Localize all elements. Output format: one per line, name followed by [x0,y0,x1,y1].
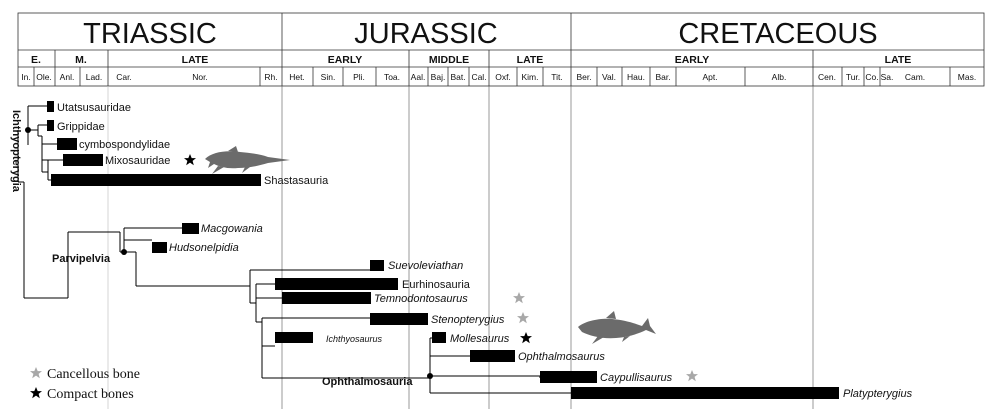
epoch-early-triassic: E. [31,54,41,66]
period-cretaceous: CRETACEOUS [678,18,877,50]
epoch-late-cretaceous: LATE [885,54,912,66]
taxon-ichthyosaurus: Ichthyosaurus [326,334,383,344]
legend: Cancellous bone Compact bones [30,367,140,402]
taxon-mollesaurus: Mollesaurus [450,333,510,345]
stage-label: Oxf. [495,72,511,82]
taxon-stenopterygius: Stenopterygius [431,314,505,326]
star-icon [184,154,196,165]
node-parvipelvia [121,249,127,255]
stage-label: In. [21,72,30,82]
stage-label: Val. [602,72,616,82]
star-icon [686,370,698,381]
taxon-macgowania: Macgowania [201,223,263,235]
epoch-early-jurassic: EARLY [328,54,363,66]
stage-label: Hau. [627,72,645,82]
range-bar-platypterygius [571,387,839,399]
period-jurassic: JURASSIC [354,18,497,50]
taxon-temnodontosaurus: Temnodontosaurus [374,293,468,305]
epoch-middle-triassic: M. [75,54,87,66]
star-icon [30,387,42,398]
taxon-hudsonelpidia: Hudsonelpidia [169,242,239,254]
range-bar-ophthalmosaurus [470,350,515,362]
stage-label: Pli. [353,72,365,82]
stage-label: Kim. [522,72,539,82]
stage-label: Ole. [36,72,52,82]
star-icon [520,332,532,343]
stage-label: Ber. [576,72,591,82]
taxon-shastasauria: Shastasauria [264,175,329,187]
stage-label: Apt. [702,72,717,82]
stage-label: Car. [116,72,132,82]
range-bar-mixosauridae [63,154,103,166]
clade-parvipelvia: Parvipelvia [52,253,111,265]
epoch-middle-jurassic: MIDDLE [429,54,469,66]
stage-label: Anl. [60,72,75,82]
stage-label: Bar. [655,72,670,82]
range-bar-eurhinosauria [275,278,398,290]
range-bar-hudsonelpidia [152,242,167,253]
legend-cancellous: Cancellous bone [47,367,140,382]
taxon-eurhinosauria: Eurhinosauria [402,279,471,291]
range-bar-utatsusauridae [47,101,54,112]
range-bar-cymbospondylidae [57,138,77,150]
stage-label: Toa. [384,72,400,82]
taxon-ophthalmosaurus: Ophthalmosaurus [518,351,605,363]
stage-label: Mas. [958,72,976,82]
stage-label: Sa. [881,72,894,82]
star-icon [30,367,42,378]
stage-label: Bat. [450,72,465,82]
star-icon [513,292,525,303]
taxon-grippidae: Grippidae [57,121,105,133]
stage-label: Tur. [846,72,860,82]
stage-label: Aal. [411,72,426,82]
legend-compact: Compact bones [47,387,134,402]
range-bar-grippidae [47,120,54,131]
stage-label: Cam. [905,72,925,82]
range-bar-temnodontosaurus [282,292,371,304]
range-bar-stenopterygius [370,313,428,325]
range-bar-ichthyosaurus [275,332,313,343]
stage-label: Sin. [321,72,336,82]
epoch-late-triassic: LATE [182,54,209,66]
range-bar-caypullisaurus [540,371,597,383]
ichthyosaur-silhouette-icon [205,146,290,174]
taxon-platypterygius: Platypterygius [843,388,913,400]
taxon-caypullisaurus: Caypullisaurus [600,372,673,384]
taxon-mixosauridae: Mixosauridae [105,155,170,167]
star-icon [517,312,529,323]
ichthyosaur-silhouette-icon [578,311,656,344]
taxon-cymbospondylidae: cymbospondylidae [79,139,170,151]
period-triassic: TRIASSIC [83,18,217,50]
node-ichthyopterygia [25,127,31,133]
epoch-early-cretaceous: EARLY [675,54,710,66]
taxon-utatsusauridae: Utatsusauridae [57,102,131,114]
stage-label: Cal. [471,72,486,82]
range-bar-shastasauria [51,174,261,186]
clade-ophthalmosauria: Ophthalmosauria [322,376,413,388]
range-bar-mollesaurus [432,332,446,343]
node-ophthalmosauria [427,373,433,379]
taxon-suevoleviathan: Suevoleviathan [388,260,463,272]
clade-ichthyopterygia: Ichthyopterygia [10,110,22,193]
range-bar-suevoleviathan [370,260,384,271]
stage-label: Tit. [551,72,563,82]
stage-label: Alb. [772,72,787,82]
stage-label: Co. [865,72,878,82]
stage-label: Het. [289,72,305,82]
stage-label: Cen. [818,72,836,82]
stage-label: Lad. [86,72,103,82]
stage-label: Baj. [431,72,446,82]
stage-label: Nor. [192,72,208,82]
range-bar-macgowania [182,223,199,234]
stage-label: Rh. [264,72,277,82]
stage-labels: In. Ole. Anl. Lad. Car. Nor. Rh. Het. Si… [21,72,976,82]
epoch-late-jurassic: LATE [517,54,544,66]
